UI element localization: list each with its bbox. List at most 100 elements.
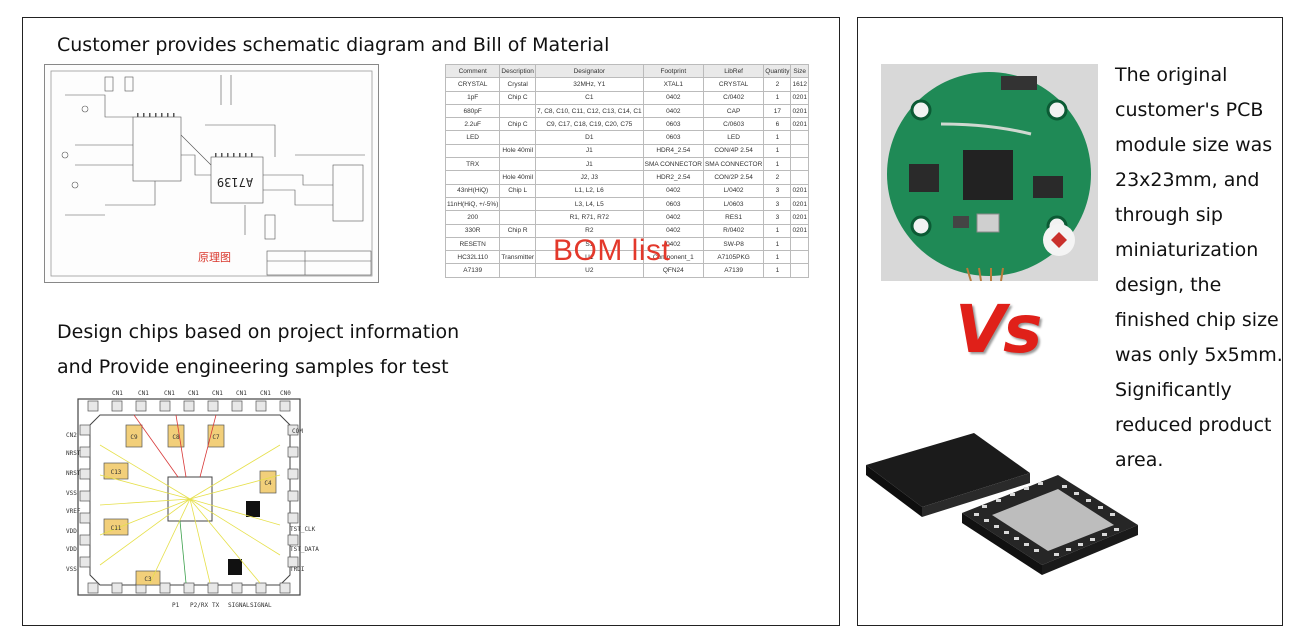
chip-layout-diagram: CN1 CN1 CN1 CN1 CN1 CN1 CN1 CN0 CN2 NRST…	[60, 385, 320, 615]
bom-cell: 2.2uF	[444, 117, 501, 132]
bom-cell: 1	[763, 143, 792, 159]
bom-cell	[790, 250, 809, 265]
bom-cell: CRYSTAL	[702, 77, 765, 92]
description-line: design, the	[1115, 274, 1222, 296]
bom-cell: L1, L2, L6	[534, 183, 644, 198]
bom-cell: 200	[444, 210, 501, 225]
bom-cell: 0201	[790, 90, 809, 105]
bom-cell: Chip C	[499, 90, 536, 105]
top-label-4: CN1	[188, 390, 199, 397]
bom-cell: CON/2P 2.54	[702, 170, 765, 185]
description-line: module size was	[1115, 134, 1273, 156]
left-label-1: CN2	[66, 432, 77, 439]
bom-cell: 1	[763, 263, 792, 278]
bom-cell: 7, C8, C10, C11, C12, C13, C14, C1	[534, 103, 644, 119]
bom-cell	[444, 143, 501, 159]
bom-cell: 43nH(HiQ)	[444, 183, 501, 198]
finished-chip-photo	[862, 425, 1162, 600]
bom-cell: 0201	[790, 210, 809, 225]
bom-cell: R1, R71, R72	[534, 210, 644, 225]
cap-c9-label: C9	[130, 434, 138, 441]
bom-cell: Hole 40mil	[499, 143, 536, 159]
bom-header-cell: Size	[790, 63, 809, 79]
bom-cell: HDR2_2.54	[642, 170, 704, 185]
bom-cell: 2	[763, 170, 792, 185]
bom-header-cell: Designator	[534, 63, 644, 79]
cap-c8-label: C8	[172, 434, 180, 441]
left-label-4: VSS	[66, 490, 77, 497]
bom-cell: 0201	[790, 117, 809, 132]
bom-cell: HDR4_2.54	[642, 143, 704, 159]
bom-cell: C9, C17, C18, C19, C20, C75	[534, 117, 644, 132]
bom-cell: R/0402	[702, 223, 765, 238]
bom-cell: XTAL1	[642, 77, 704, 92]
left-label-6: VDD	[66, 528, 77, 535]
bom-cell: 1	[763, 223, 792, 238]
description-line: was only 5x5mm.	[1115, 344, 1283, 366]
bom-cell: 0402	[642, 90, 704, 105]
bom-cell: CON/4P 2.54	[702, 143, 765, 159]
bom-cell: 0402	[642, 103, 704, 119]
schematic-diagram: A7139 原理图	[44, 64, 379, 283]
bom-cell: 6	[763, 117, 792, 132]
description-line: 23x23mm, and	[1115, 169, 1260, 191]
cap-c7-label: C7	[212, 434, 220, 441]
comparison-description: The original customer's PCB module size …	[1115, 58, 1295, 478]
bom-cell: SW-P8	[702, 236, 765, 252]
bom-cell	[790, 157, 809, 172]
cap-c9	[125, 424, 143, 448]
vs-label: Vs	[955, 291, 1042, 368]
bom-cell: A7139	[702, 263, 765, 278]
bom-cell: C/0402	[702, 90, 765, 105]
bom-cell	[444, 170, 501, 185]
bom-cell: 0201	[790, 183, 809, 198]
top-label-7: CN1	[260, 390, 271, 397]
bom-cell: 0201	[790, 103, 809, 119]
bom-cell: A7105PKG	[702, 250, 765, 265]
bom-cell: Chip L	[499, 183, 536, 198]
description-line: finished chip size	[1115, 309, 1279, 331]
cap-c4	[259, 470, 277, 494]
design-chips-heading-line1: Design chips based on project informatio…	[57, 321, 460, 343]
bom-cell: 0603	[642, 196, 704, 212]
bom-cell: LED	[702, 130, 765, 145]
bom-cell: A7139	[444, 263, 501, 278]
bom-cell: 1	[763, 157, 792, 172]
design-chips-heading-line2: and Provide engineering samples for test	[57, 356, 449, 378]
description-line: through sip	[1115, 204, 1223, 226]
bom-cell	[790, 263, 809, 278]
bom-cell: 1	[763, 130, 792, 145]
right-label-1: COM	[292, 428, 303, 435]
bom-cell	[499, 210, 536, 225]
bom-cell: 32MHz, Y1	[534, 77, 644, 92]
bom-cell: SMA CONNECTOR	[642, 157, 704, 172]
bom-cell: 0402	[642, 210, 704, 225]
bom-cell	[790, 170, 809, 185]
bom-header-cell: Description	[499, 63, 536, 79]
bom-cell: D1	[534, 130, 644, 145]
bom-cell	[499, 236, 536, 252]
right-label-4: TRDI	[290, 566, 305, 573]
left-label-5: VREF	[66, 508, 81, 515]
bom-cell: 1	[763, 90, 792, 105]
bom-cell: 1pF	[444, 90, 501, 105]
right-label-3: TST_DATA	[290, 546, 319, 553]
bom-cell	[790, 236, 809, 252]
bom-cell: Hole 40mil	[499, 170, 536, 185]
bom-cell: 0603	[642, 117, 704, 132]
right-label-2: TST_CLK	[290, 526, 316, 533]
description-line: reduced product	[1115, 414, 1272, 436]
top-label-6: CN1	[236, 390, 247, 397]
cap-c3-label: C3	[144, 576, 152, 583]
bom-cell: 1	[763, 236, 792, 252]
bom-cell: J1	[534, 143, 644, 159]
description-line: customer's PCB	[1115, 99, 1264, 121]
